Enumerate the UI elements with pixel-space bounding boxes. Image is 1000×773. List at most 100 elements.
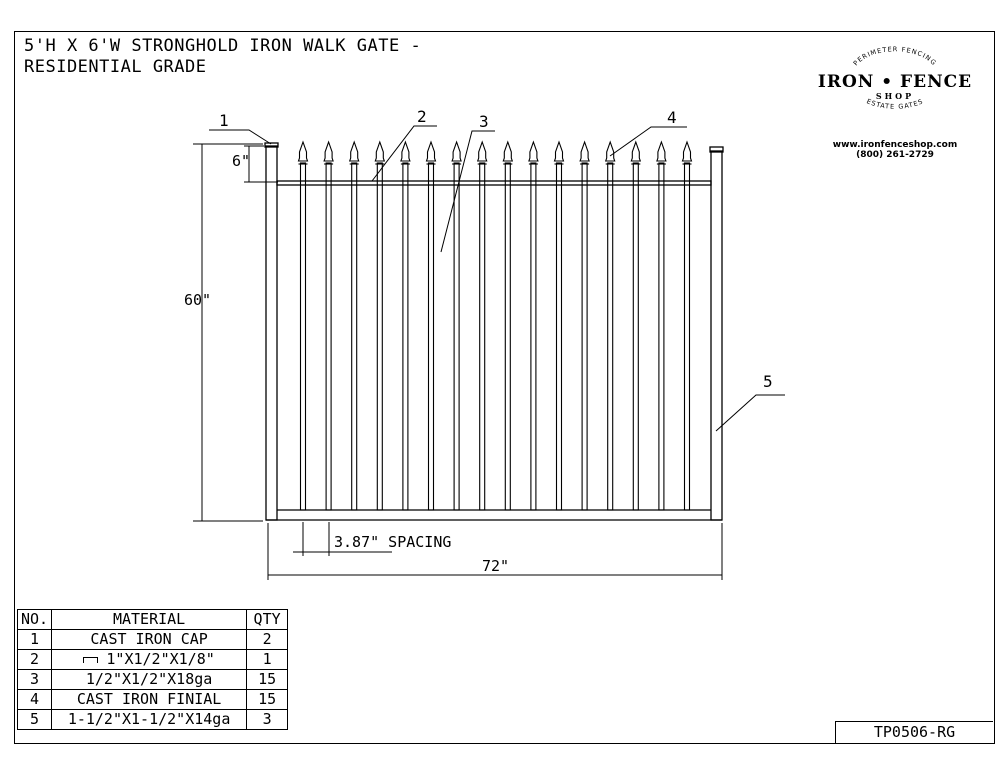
- picket-bar: [530, 162, 537, 511]
- picket-bar: [683, 162, 691, 511]
- picket: [400, 140, 411, 511]
- picket: [528, 140, 539, 511]
- logo-shop-text: SHOP: [875, 91, 915, 101]
- leader-5: [715, 394, 785, 432]
- picket: [348, 140, 360, 511]
- bom-qty: 3: [246, 709, 289, 730]
- logo-arcs: PERIMETER FENCING ESTATE GATES: [852, 45, 938, 111]
- picket-bar: [325, 162, 332, 511]
- logo-phone: (800) 261-2729: [856, 150, 934, 160]
- callout-1: 1: [219, 111, 229, 130]
- bom-qty: 15: [246, 669, 289, 690]
- bom-row: 4 CAST IRON FINIAL 15: [16, 689, 289, 710]
- picket: [630, 140, 642, 511]
- picket-finial: [553, 140, 565, 162]
- dim-width-label: 72": [482, 557, 509, 575]
- bom-header-no: NO.: [16, 609, 53, 630]
- picket-bar: [402, 162, 409, 511]
- leader-1: [209, 129, 272, 145]
- bom-material-cell: 1"X1/2"X1/8": [51, 649, 248, 670]
- top-rail: [276, 180, 712, 186]
- bom-row: 3 1/2"X1/2"X18ga 15: [16, 669, 289, 690]
- bom-header-qty: QTY: [246, 609, 289, 630]
- picket-finial: [604, 140, 616, 162]
- picket: [502, 140, 514, 511]
- picket-finial: [476, 140, 488, 162]
- picket-finial: [400, 140, 411, 162]
- picket: [604, 140, 616, 511]
- picket-bar: [427, 162, 435, 511]
- bom-material: 1-1/2"X1-1/2"X14ga: [51, 709, 248, 730]
- picket-finial: [348, 140, 360, 162]
- pickets-group: [297, 140, 693, 511]
- right-post-cap: [709, 146, 724, 153]
- right-post: [710, 150, 723, 521]
- bom-material: CAST IRON FINIAL: [51, 689, 248, 710]
- leader-4: [609, 126, 687, 157]
- bom-no: 5: [16, 709, 53, 730]
- picket: [656, 140, 667, 511]
- leader-2: [371, 125, 437, 182]
- left-post: [265, 145, 278, 521]
- picket-bar: [299, 162, 307, 511]
- bom-no: 2: [16, 649, 53, 670]
- picket-bar: [607, 162, 614, 511]
- picket: [374, 140, 386, 511]
- picket-finial: [528, 140, 539, 162]
- bom-header-row: NO. MATERIAL QTY: [16, 609, 289, 630]
- bill-of-materials: NO. MATERIAL QTY 1 CAST IRON CAP 2 2 1"X…: [16, 609, 289, 730]
- title-line-1: 5'H X 6'W STRONGHOLD IRON WALK GATE -: [24, 36, 422, 56]
- picket-finial: [502, 140, 514, 162]
- callout-3: 3: [479, 112, 489, 131]
- logo-website: www.ironfenceshop.com: [832, 140, 958, 150]
- bom-header-material: MATERIAL: [51, 609, 248, 630]
- leader-3: [440, 130, 495, 253]
- picket-finial: [374, 140, 386, 162]
- drawing-title: 5'H X 6'W STRONGHOLD IRON WALK GATE - RE…: [24, 36, 421, 78]
- picket-finial: [425, 140, 437, 162]
- title-line-2: RESIDENTIAL GRADE: [24, 57, 207, 77]
- left-post-cap: [264, 142, 279, 148]
- picket: [553, 140, 565, 511]
- picket-bar: [376, 162, 383, 511]
- picket-bar: [581, 162, 588, 511]
- bom-material: 1"X1/2"X1/8": [106, 650, 215, 668]
- drawing-border: [14, 31, 995, 744]
- logo-main-text: IRON • FENCE: [817, 72, 973, 92]
- bom-qty: 2: [246, 629, 289, 650]
- callout-2: 2: [417, 107, 427, 126]
- dim-finial-label: 6": [232, 152, 250, 170]
- bom-qty: 15: [246, 689, 289, 710]
- picket-bar: [555, 162, 563, 511]
- bom-row: 1 CAST IRON CAP 2: [16, 629, 289, 650]
- logo-contact: www.ironfenceshop.com (800) 261-2729: [810, 140, 980, 160]
- picket: [425, 140, 437, 511]
- picket-finial: [656, 140, 667, 162]
- picket-bar: [453, 162, 460, 511]
- bom-row: 2 1"X1/2"X1/8" 1: [16, 649, 289, 670]
- picket-bar: [504, 162, 511, 511]
- picket: [476, 140, 488, 511]
- picket: [579, 140, 590, 511]
- bom-qty: 1: [246, 649, 289, 670]
- bom-no: 1: [16, 629, 53, 650]
- iron-fence-shop-logo: PERIMETER FENCING ESTATE GATES IRON • FE…: [810, 40, 980, 170]
- bom-material: CAST IRON CAP: [51, 629, 248, 650]
- picket: [451, 140, 462, 511]
- part-number-box: TP0506-RG: [835, 721, 993, 743]
- picket-bar: [632, 162, 639, 511]
- picket-finial: [681, 140, 693, 162]
- picket-finial: [323, 140, 334, 162]
- picket-finial: [630, 140, 642, 162]
- bom-row: 5 1-1/2"X1-1/2"X14ga 3: [16, 709, 289, 730]
- dim-spacing-label: 3.87" SPACING: [334, 533, 451, 551]
- picket: [681, 140, 693, 511]
- dim-height-label: 60": [184, 291, 211, 309]
- bom-material: 1/2"X1/2"X18ga: [51, 669, 248, 690]
- picket-finial: [451, 140, 462, 162]
- callout-4: 4: [667, 108, 677, 127]
- channel-profile-icon: [83, 656, 99, 663]
- picket-finial: [579, 140, 590, 162]
- bom-no: 3: [16, 669, 53, 690]
